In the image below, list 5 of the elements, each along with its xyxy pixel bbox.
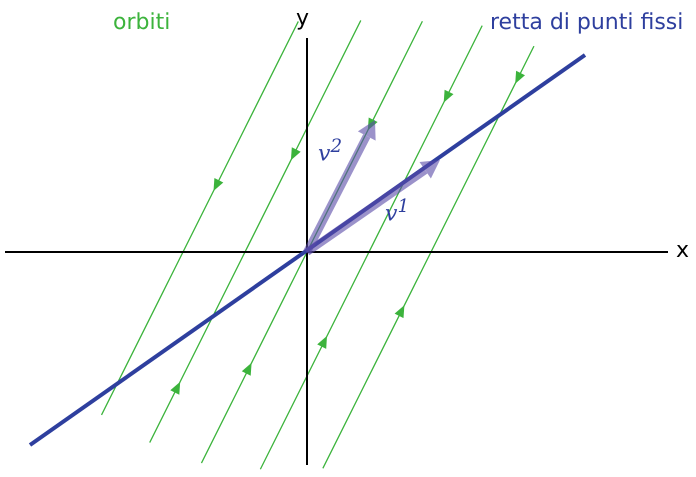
vector-label: v$^{2}$	[318, 138, 342, 166]
axis-label: y	[296, 8, 310, 30]
fixed-line-label: retta di punti fissi	[490, 12, 684, 34]
orbit-label: orbiti	[113, 12, 170, 34]
axis-label: x	[676, 240, 690, 262]
